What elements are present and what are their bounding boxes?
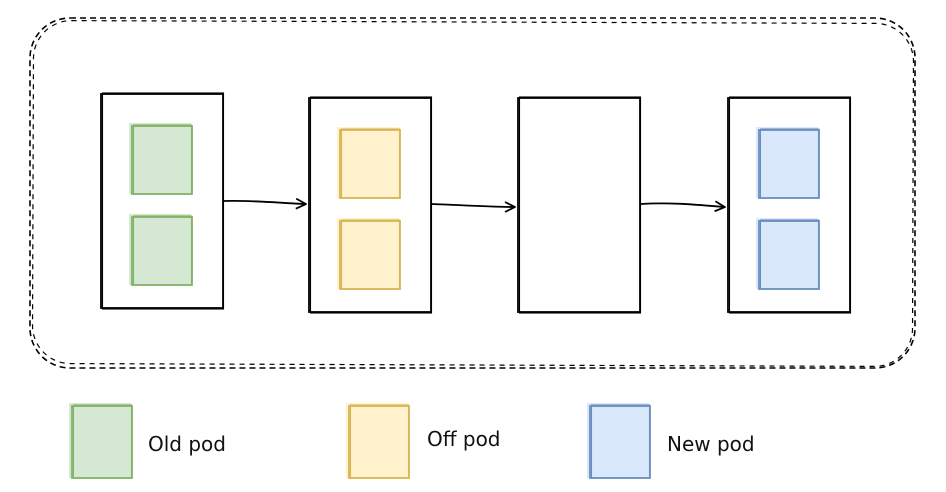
pod-off-2-2 <box>337 218 401 290</box>
legend-label-off: Off pod <box>427 427 501 451</box>
legend-swatch-new <box>587 403 651 479</box>
legend: Old pod Off pod New pod <box>69 403 755 479</box>
pod-new-4-2 <box>756 218 820 290</box>
stage-3 <box>517 96 642 314</box>
pod-new-4-1 <box>756 127 820 199</box>
legend-swatch-shape-old <box>69 403 133 479</box>
arrow-stage-3-to-4 <box>640 200 726 213</box>
pod-old-1-1 <box>129 123 193 195</box>
arrow-stage-1-to-2 <box>223 197 307 210</box>
pod-off-2-1 <box>337 127 401 199</box>
arrows-layer <box>223 197 726 213</box>
legend-item-off: Off pod <box>346 403 501 479</box>
stage-4 <box>727 96 852 314</box>
legend-swatch-old <box>69 403 133 479</box>
legend-label-new: New pod <box>667 432 755 456</box>
legend-item-old: Old pod <box>69 403 226 479</box>
legend-label-old: Old pod <box>148 432 226 456</box>
cluster-container <box>29 17 916 369</box>
stage-1 <box>100 92 225 310</box>
legend-swatch-shape-new <box>587 403 651 479</box>
stage-2 <box>308 96 433 314</box>
legend-swatch-shape-off <box>346 403 410 479</box>
legend-swatch-off <box>346 403 410 479</box>
stages-layer <box>100 92 852 314</box>
pod-old-1-2 <box>129 214 193 286</box>
arrow-stage-2-to-3 <box>431 201 516 213</box>
legend-item-new: New pod <box>587 403 755 479</box>
